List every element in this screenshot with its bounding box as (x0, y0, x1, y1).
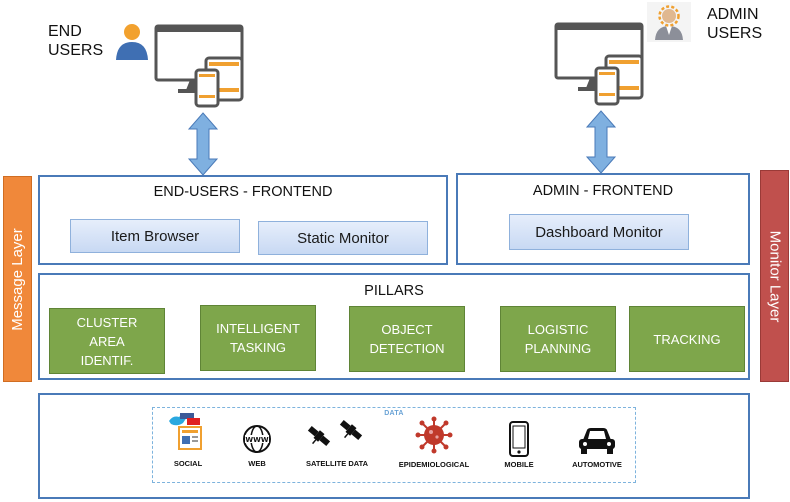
end-users-arrow (188, 112, 218, 176)
source-mobile: MOBILE (504, 460, 534, 469)
dashboard-monitor-button[interactable]: Dashboard Monitor (509, 214, 689, 250)
web-globe-icon: WWW (243, 425, 271, 453)
admin-users-arrow (586, 110, 616, 174)
data-title: DATA (384, 410, 404, 417)
end-devices-icon (154, 24, 244, 108)
admin-frontend-panel: ADMIN - FRONTEND Dashboard Monitor (456, 173, 750, 265)
static-monitor-button[interactable]: Static Monitor (258, 221, 428, 255)
admin-user-icon (647, 2, 691, 42)
end-users-frontend-title: END-USERS - FRONTEND (153, 184, 333, 200)
social-icon (169, 413, 202, 450)
pillars-title: PILLARS (364, 283, 424, 299)
pillars-panel: PILLARS CLUSTER AREA IDENTIF. INTELLIGEN… (38, 273, 750, 380)
source-social: SOCIAL (173, 459, 203, 468)
source-automotive: AUTOMOTIVE (572, 460, 622, 469)
pillar-logistic-planning: LOGISTIC PLANNING (500, 306, 616, 372)
source-satellite-data: SATELLITE DATA (305, 459, 369, 468)
source-epidemiological: EPIDEMIOLOGICAL (398, 460, 470, 469)
monitor-layer-bar: Monitor Layer (760, 170, 789, 382)
source-web: WEB (248, 459, 266, 468)
message-layer-bar: Message Layer (3, 176, 32, 382)
monitor-layer-label: Monitor Layer (766, 230, 783, 322)
pillar-object-detection: OBJECT DETECTION (349, 306, 465, 372)
mobile-phone-icon (509, 421, 529, 457)
item-browser-button[interactable]: Item Browser (70, 219, 240, 253)
pillar-cluster-area: CLUSTER AREA IDENTIF. (49, 308, 165, 374)
end-users-label: END USERS (48, 23, 104, 59)
admin-users-label: ADMIN USERS (707, 6, 763, 42)
admin-devices-icon (554, 22, 644, 106)
data-panel: DATA SOCIAL WWW WEB (38, 393, 750, 499)
data-sources-box: DATA SOCIAL WWW WEB (152, 407, 636, 483)
message-layer-label: Message Layer (9, 227, 26, 331)
satellite-icon (307, 419, 363, 447)
virus-icon (415, 416, 453, 454)
car-icon (579, 428, 615, 454)
pillar-intelligent-tasking: INTELLIGENT TASKING (200, 305, 316, 371)
svg-text:WWW: WWW (245, 436, 268, 444)
end-users-frontend-panel: END-USERS - FRONTEND Item Browser Static… (38, 175, 448, 265)
pillar-tracking: TRACKING (629, 306, 745, 372)
end-user-icon (116, 24, 148, 60)
admin-frontend-title: ADMIN - FRONTEND (532, 183, 674, 199)
